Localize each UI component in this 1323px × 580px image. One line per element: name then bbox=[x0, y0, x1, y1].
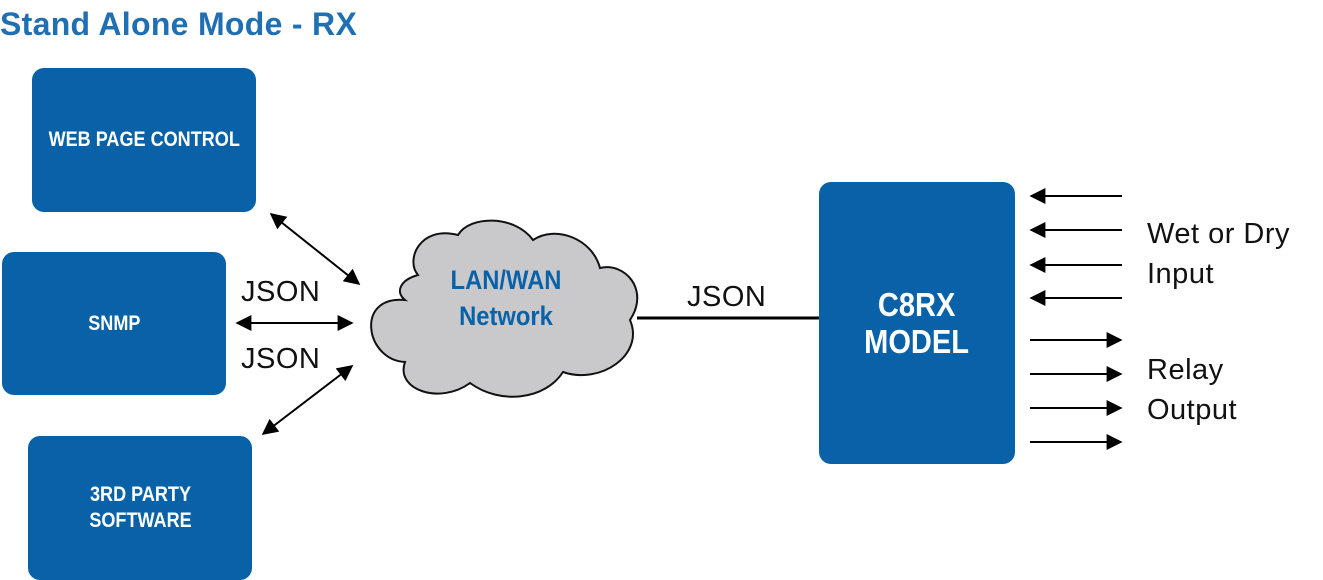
network-cloud-label: LAN/WAN Network bbox=[436, 262, 577, 334]
output-label-line2: Output bbox=[1147, 394, 1238, 426]
third-party-to-network-arrow bbox=[261, 365, 354, 435]
third-party-label-line2: SOFTWARE bbox=[88, 509, 192, 532]
input-label-line1: Wet or Dry bbox=[1147, 218, 1291, 250]
input-label-line2: Input bbox=[1147, 258, 1214, 290]
cloud-label-line1: LAN/WAN bbox=[450, 265, 562, 295]
c8rx-model-box: C8RX MODEL bbox=[819, 182, 1015, 464]
json-label-lower: JSON bbox=[241, 343, 321, 375]
c8rx-label-line2: MODEL bbox=[864, 323, 970, 360]
third-party-software-box: 3RD PARTY SOFTWARE bbox=[28, 436, 252, 580]
snmp-box: SNMP bbox=[2, 252, 226, 395]
diagram-title: Stand Alone Mode - RX bbox=[0, 6, 358, 42]
third-party-label-line1: 3RD PARTY bbox=[89, 483, 191, 506]
web-page-control-label: WEB PAGE CONTROL bbox=[48, 128, 240, 151]
cloud-label-line2: Network bbox=[459, 301, 553, 331]
output-label-line1: Relay bbox=[1147, 354, 1224, 386]
json-label-link: JSON bbox=[687, 281, 767, 313]
json-label-upper: JSON bbox=[241, 276, 321, 308]
snmp-label: SNMP bbox=[87, 311, 141, 335]
web-page-control-box: WEB PAGE CONTROL bbox=[32, 68, 256, 212]
c8rx-label-line1: C8RX bbox=[878, 286, 956, 323]
output-label: Relay Output bbox=[1147, 350, 1237, 430]
network-cloud bbox=[370, 219, 639, 398]
web-to-network-arrow bbox=[269, 213, 361, 285]
input-label: Wet or Dry Input bbox=[1147, 214, 1290, 294]
